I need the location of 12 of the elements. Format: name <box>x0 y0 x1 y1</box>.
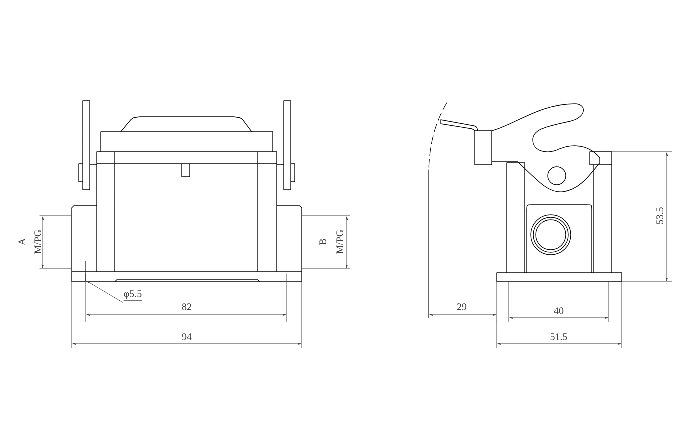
dimension-label: φ5.5 <box>124 290 142 301</box>
dimension-label: 40 <box>554 308 564 314</box>
leader-line <box>86 280 123 303</box>
dimension-label: 53.5 <box>656 208 664 224</box>
dimension-label: A <box>18 238 26 246</box>
dimension-label: M/PG <box>34 230 42 254</box>
dimension-label: 82 <box>182 304 192 310</box>
dimension-label: 94 <box>182 334 192 340</box>
dimension-label: M/PG <box>336 230 344 254</box>
dimension-label: 29 <box>457 304 467 310</box>
dimension-label: B <box>320 239 326 246</box>
dimension-label: 51.5 <box>550 334 568 340</box>
